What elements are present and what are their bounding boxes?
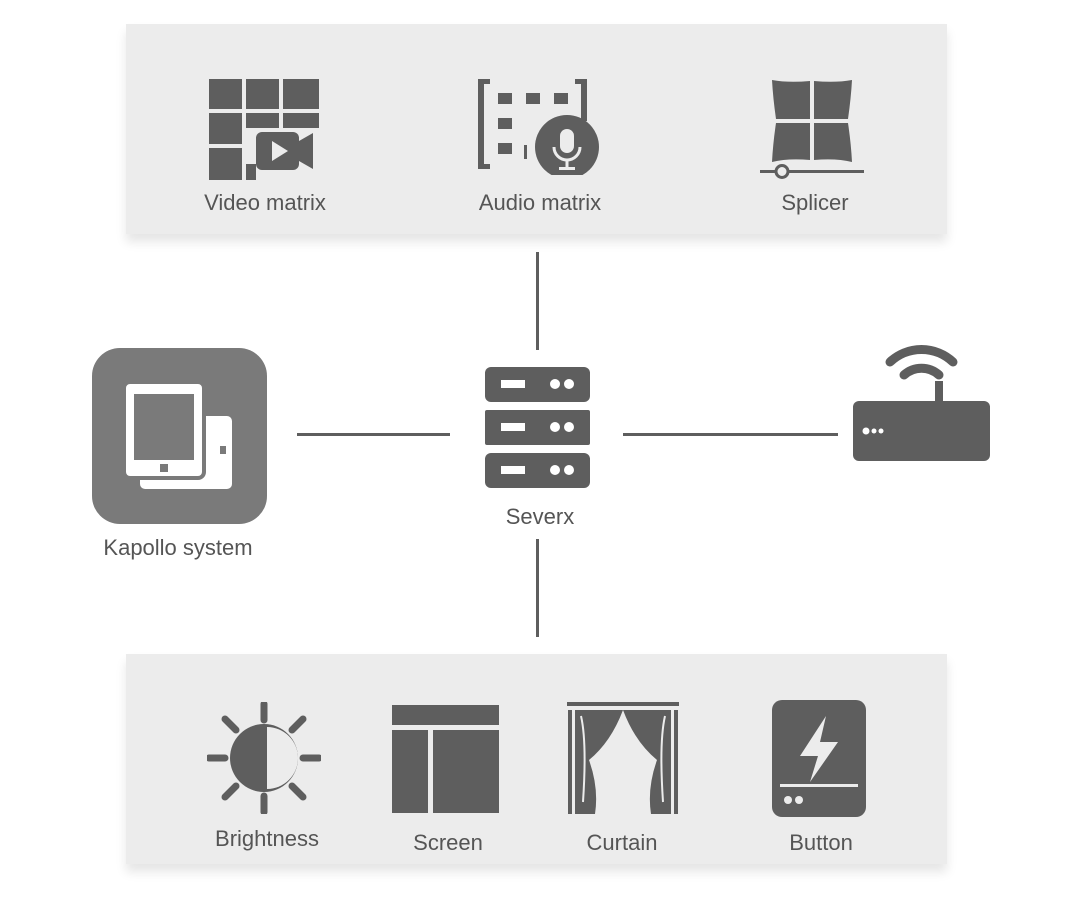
kapollo-system-label: Kapollo system xyxy=(103,535,253,560)
connector-right xyxy=(623,433,838,436)
screen-layout-icon xyxy=(392,705,499,813)
button-panel-icon xyxy=(772,700,866,817)
curtain-icon xyxy=(567,702,679,814)
wifi-router-icon xyxy=(853,345,990,461)
tablet-devices-icon xyxy=(92,348,267,524)
connector-left xyxy=(297,433,450,436)
brightness-icon xyxy=(207,702,321,814)
video-matrix-icon xyxy=(209,79,319,180)
connector-bottom xyxy=(536,539,539,637)
splicer-icon xyxy=(758,78,866,180)
curtain-label: Curtain xyxy=(586,830,658,855)
brightness-label: Brightness xyxy=(215,826,319,851)
audio-matrix-label: Audio matrix xyxy=(478,190,602,215)
screen-label: Screen xyxy=(413,830,483,855)
button-label: Button xyxy=(789,830,853,855)
video-matrix-label: Video matrix xyxy=(204,190,326,215)
top-device-panel xyxy=(126,24,947,234)
server-icon xyxy=(485,367,590,488)
connector-top xyxy=(536,252,539,350)
server-label: Severx xyxy=(505,504,575,529)
audio-matrix-icon xyxy=(478,79,600,175)
splicer-label: Splicer xyxy=(781,190,849,215)
